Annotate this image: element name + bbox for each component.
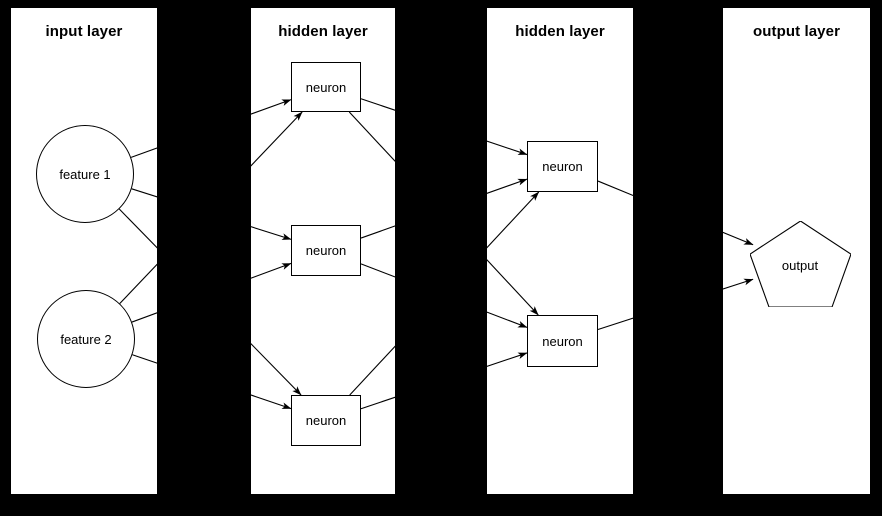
panel-hidden-layer-2[interactable]: hidden layer — [487, 8, 633, 494]
panel-input-layer[interactable]: input layer — [11, 8, 157, 494]
node-label: neuron — [305, 243, 347, 258]
node-label: neuron — [305, 413, 347, 428]
node-label: output — [781, 257, 819, 273]
panel-title-hidden-layer-1: hidden layer — [278, 23, 368, 40]
node-label: neuron — [542, 159, 583, 174]
node-h2-neuron-1[interactable]: neuron — [527, 141, 598, 192]
node-h1-neuron-1[interactable]: neuron — [291, 62, 361, 112]
node-label: feature 2 — [60, 331, 112, 347]
node-feature-2[interactable]: feature 2 — [37, 290, 135, 388]
node-output-node[interactable]: output — [749, 221, 851, 307]
panel-title-hidden-layer-2: hidden layer — [515, 23, 605, 40]
node-label: neuron — [542, 333, 583, 349]
node-h1-neuron-2[interactable]: neuron — [291, 225, 361, 276]
node-label: neuron — [305, 79, 347, 95]
node-label: feature 1 — [59, 166, 111, 182]
panel-title-input-layer: input layer — [45, 23, 123, 40]
node-h1-neuron-3[interactable]: neuron — [291, 395, 361, 446]
pentagon-shape — [749, 221, 851, 307]
node-h2-neuron-2[interactable]: neuron — [527, 315, 598, 367]
node-feature-1[interactable]: feature 1 — [36, 125, 134, 223]
panel-title-output-layer: output layer — [752, 23, 841, 40]
